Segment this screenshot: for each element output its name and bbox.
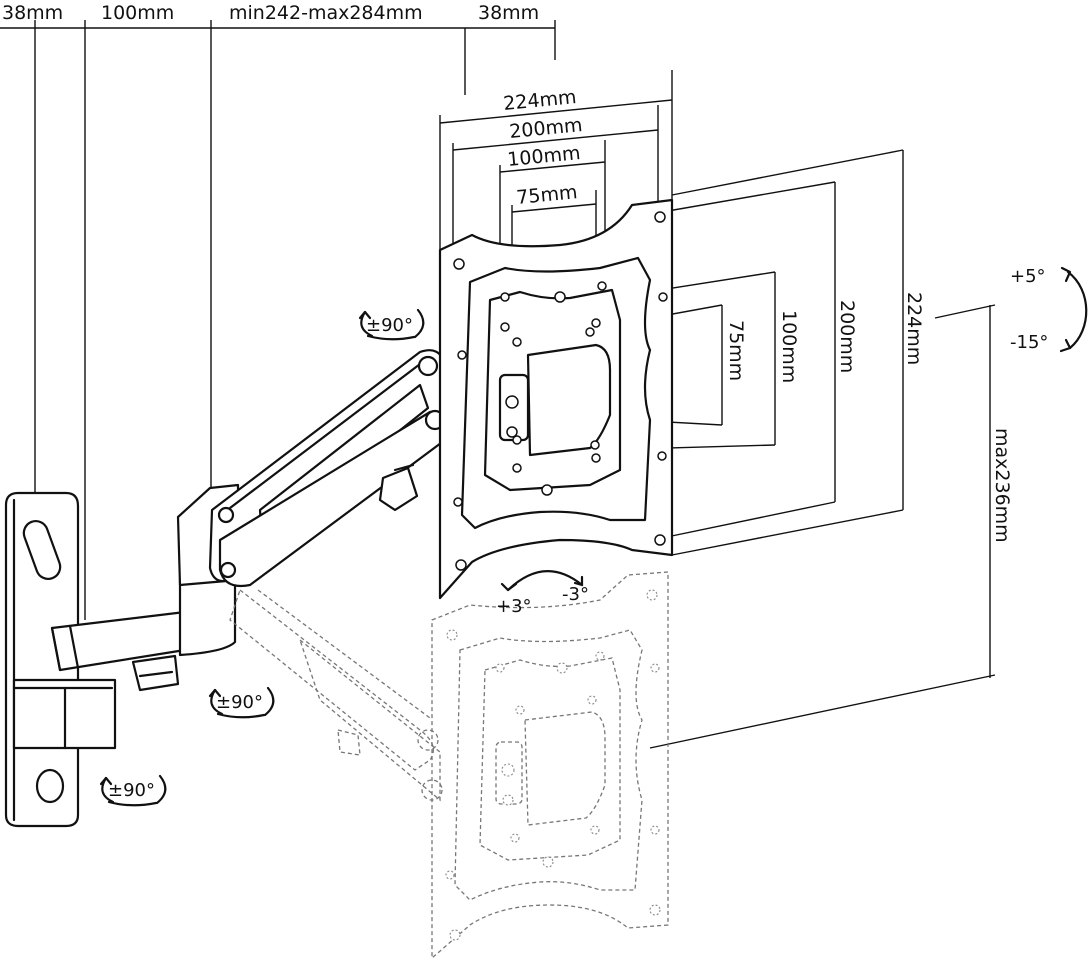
vesa-plate xyxy=(438,198,674,600)
rotation-plus-label: +3° xyxy=(496,596,532,617)
vertical-adjust-dimension-lines xyxy=(649,304,996,749)
swivel-indicator-wall-joint xyxy=(99,774,167,807)
tilt-down-label: -15° xyxy=(1010,332,1048,353)
dim-vesa-offset: 38mm xyxy=(478,2,539,24)
dim-second-arm: min242-max284mm xyxy=(229,2,423,24)
tilt-up-label: +5° xyxy=(1010,266,1046,287)
dim-vesa-100-width: 100mm xyxy=(506,142,581,171)
ghost-arm xyxy=(229,588,443,802)
dim-vesa-75-height: 75mm xyxy=(725,320,747,381)
swivel-indicator-elbow xyxy=(208,686,275,719)
rotation-arrow xyxy=(500,570,584,592)
swivel-wall-joint-label: ±90° xyxy=(108,780,155,801)
dim-first-arm: 100mm xyxy=(101,2,174,24)
swivel-elbow-label: ±90° xyxy=(216,692,263,713)
gas-spring-arm xyxy=(176,349,450,588)
dim-vesa-200-height: 200mm xyxy=(836,300,858,373)
swivel-arm-joint-label: ±90° xyxy=(366,315,413,336)
tilt-arrow xyxy=(1059,266,1088,353)
rotation-minus-label: -3° xyxy=(562,584,589,605)
wall-plate xyxy=(4,491,117,828)
first-arm xyxy=(50,576,237,692)
ghost-vesa-plate xyxy=(431,571,669,960)
swivel-indicator-arm-joint xyxy=(358,308,425,341)
dim-vesa-100-height: 100mm xyxy=(778,310,800,383)
dim-wall-plate-width: 38mm xyxy=(2,2,63,24)
dim-vertical-adjust: max236mm xyxy=(991,428,1013,543)
top-dimension-lines xyxy=(0,20,556,620)
dim-vesa-75-width: 75mm xyxy=(515,181,578,209)
dim-vesa-224-height: 224mm xyxy=(903,292,925,365)
